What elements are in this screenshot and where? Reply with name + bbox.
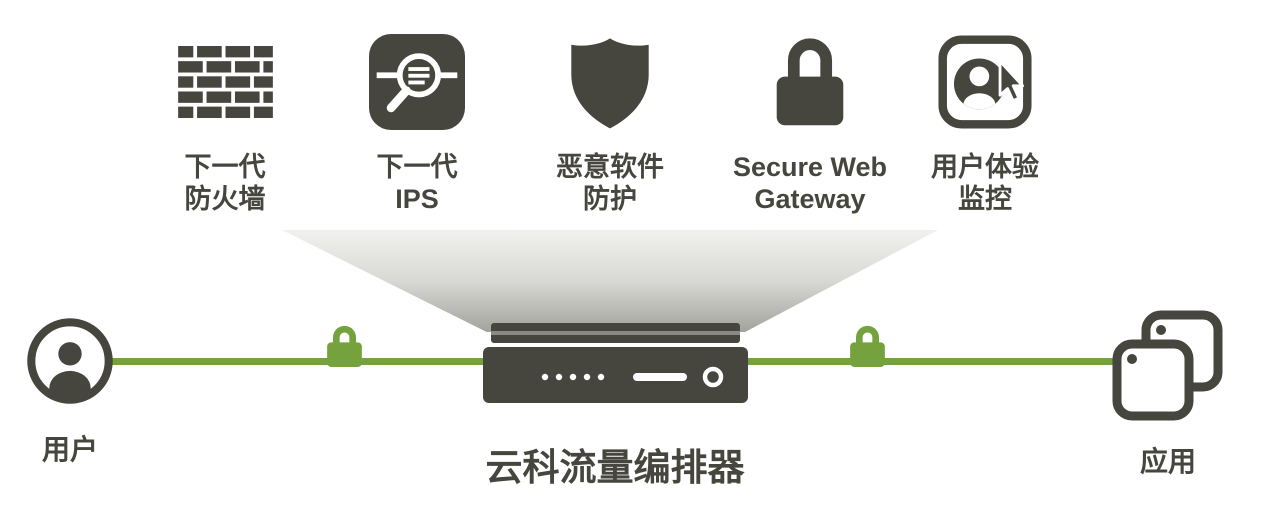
secure-gateway-lock-icon [776,38,844,126]
service-label: 下一代 防火墙 [185,152,266,216]
malware-shield-icon [571,37,649,128]
encryption-lock-left-icon [322,322,367,374]
service-label-line2: IPS [395,183,439,214]
secure-gateway-lock-icon [765,20,855,144]
applications-label: 应用 [1139,446,1196,477]
firewall-bricks-icon [177,20,273,144]
orchestrator-appliance [483,323,748,408]
orchestrator-label: 云科流量编排器 [485,447,745,488]
encryption-lock-right-icon [845,322,890,374]
user-avatar-icon [25,316,115,411]
applications-icon [1112,310,1224,427]
service-funnel [282,230,938,332]
orchestrator-appliance [483,323,748,403]
malware-shield-icon [565,20,655,144]
applications-icon [1112,310,1223,421]
service-label-line2: Gateway [754,183,866,214]
service-secure-web-gateway: Secure Web Gateway [710,20,910,216]
user-avatar-icon [27,318,113,404]
encryption-lock-left-icon [327,325,362,367]
service-label: Secure Web Gateway [733,152,887,216]
service-label-line1: 用户体验 [931,152,1039,182]
service-malware-protection: 恶意软件 防护 [510,20,710,216]
service-label-line1: 下一代 [184,152,266,182]
service-label-line2: 防火墙 [184,183,266,214]
service-next-gen-firewall: 下一代 防火墙 [125,20,325,216]
ips-magnifier-icon [369,34,465,130]
service-label-line1: Secure Web [732,152,888,182]
service-label: 用户体验 监控 [931,152,1039,216]
service-label-line2: 监控 [958,183,1012,214]
service-label: 下一代 IPS [377,152,458,216]
user-experience-cursor-icon [938,20,1032,144]
service-label-line2: 防护 [583,183,637,214]
encryption-lock-right-icon [850,325,885,367]
user-experience-cursor-icon [938,35,1032,129]
service-label: 恶意软件 防护 [556,152,664,216]
service-label-line1: 恶意软件 [556,152,664,182]
user-label: 用户 [41,434,98,465]
firewall-bricks-icon [177,46,273,118]
service-next-gen-ips: 下一代 IPS [317,20,517,216]
service-user-experience-monitoring: 用户体验 监控 [885,20,1085,216]
ips-magnifier-icon [369,20,465,144]
service-label-line1: 下一代 [376,152,458,182]
